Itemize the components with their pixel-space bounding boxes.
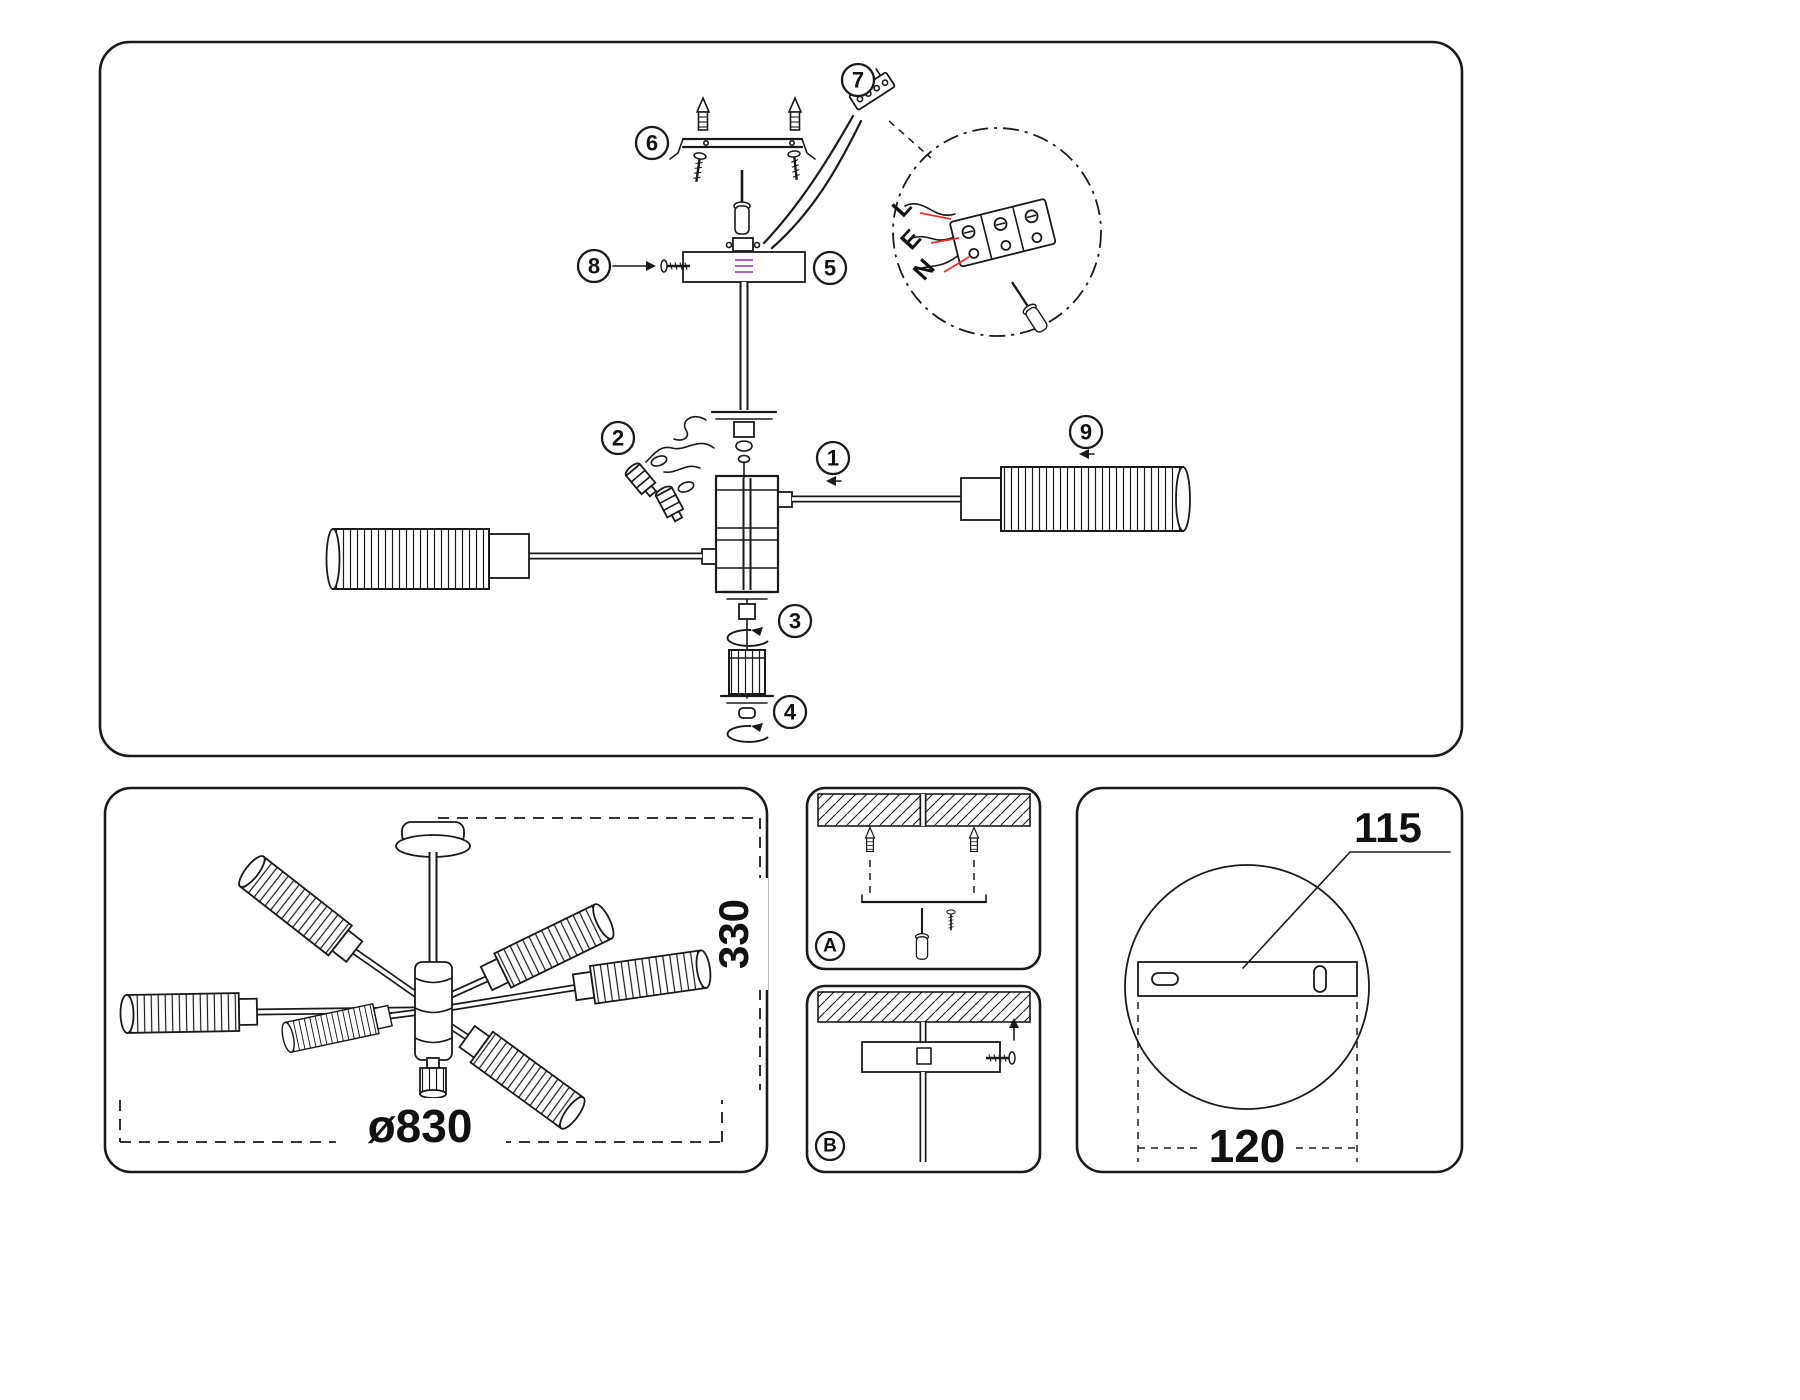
callout-1: 1 bbox=[815, 440, 851, 486]
dim-hole-offset-label: 115 bbox=[1354, 804, 1422, 851]
wiring-detail: L E N bbox=[887, 127, 1102, 337]
step-b-badge: B bbox=[814, 1130, 846, 1162]
step-a-panel: A bbox=[805, 786, 1042, 971]
dim-width-label: 120 bbox=[1209, 1120, 1286, 1172]
leader-115 bbox=[1242, 851, 1451, 969]
down-rod bbox=[710, 282, 778, 479]
callout-9: 9 bbox=[1068, 414, 1104, 459]
shade-collar bbox=[960, 477, 1002, 521]
callout-3: 3 bbox=[777, 603, 813, 639]
callout-6-label: 6 bbox=[646, 131, 658, 156]
callout-8: 8 bbox=[576, 248, 612, 284]
callout-5-label: 5 bbox=[824, 256, 836, 281]
slot-hole-vertical bbox=[1313, 965, 1327, 993]
lamp-shade-right bbox=[1000, 466, 1191, 532]
shade-collar bbox=[488, 533, 530, 579]
step-b-panel: B bbox=[805, 984, 1042, 1174]
callout-1-label: 1 bbox=[827, 446, 839, 471]
lower-fittings bbox=[719, 590, 775, 743]
callout-9-label: 9 bbox=[1080, 420, 1092, 445]
main-panel-border bbox=[98, 40, 1464, 758]
wire-marks bbox=[735, 259, 753, 273]
mounting-bracket bbox=[669, 137, 816, 160]
canopy-center-lock bbox=[916, 1047, 932, 1065]
hanging-parts bbox=[624, 415, 715, 523]
cable-clamp bbox=[732, 237, 754, 252]
callout-4: 4 bbox=[772, 694, 808, 730]
dim-label-backing bbox=[336, 1098, 506, 1150]
left-arm bbox=[325, 528, 702, 590]
ceiling-hatch bbox=[817, 991, 1031, 1023]
bracket-line bbox=[860, 894, 988, 904]
dim-diameter-label: ø830 bbox=[368, 1100, 473, 1152]
callout-4-label: 4 bbox=[784, 700, 797, 725]
step-b-label: B bbox=[823, 1136, 837, 1157]
main-panel: 6 7 bbox=[98, 40, 1464, 758]
callout-5: 5 bbox=[812, 250, 848, 286]
wire-leader-lines bbox=[919, 212, 970, 273]
lamp-socket bbox=[624, 462, 658, 498]
callout-7-label: 7 bbox=[852, 68, 864, 93]
callout-3-label: 3 bbox=[789, 609, 801, 634]
arrow-up-icon bbox=[1009, 1018, 1019, 1028]
callout-2-label: 2 bbox=[612, 426, 624, 451]
lamp-shade bbox=[119, 991, 259, 1034]
dim-label-backing bbox=[726, 878, 768, 990]
connector-wires bbox=[762, 114, 932, 250]
step-a-border bbox=[805, 786, 1042, 971]
assembled-chandelier bbox=[119, 821, 714, 1134]
detail-circle bbox=[892, 127, 1102, 337]
arrow-up bbox=[1009, 1018, 1019, 1041]
slot-hole-horizontal bbox=[1151, 972, 1179, 986]
callout-2: 2 bbox=[600, 420, 636, 456]
callout-6: 6 bbox=[634, 125, 670, 161]
threaded-finial bbox=[728, 649, 766, 695]
callout-8-label: 8 bbox=[588, 254, 600, 279]
dim-120-lines bbox=[1137, 1002, 1358, 1162]
base-dimensions-panel: 115 120 bbox=[1075, 786, 1464, 1174]
terminal-block bbox=[949, 198, 1057, 268]
right-arm bbox=[792, 466, 1191, 532]
rod-yoke bbox=[733, 421, 755, 438]
assembled-view-panel: 330 ø830 bbox=[103, 786, 769, 1174]
canopy-plate bbox=[682, 251, 806, 283]
lamp-socket bbox=[654, 485, 685, 523]
end-cap bbox=[738, 707, 756, 719]
square-nut bbox=[738, 603, 756, 620]
hub-body bbox=[414, 961, 453, 1061]
central-hub bbox=[701, 474, 793, 594]
callout-7: 7 bbox=[840, 62, 876, 98]
step-a-badge: A bbox=[814, 930, 846, 962]
lamp-shade-left bbox=[325, 528, 490, 590]
bottom-finial bbox=[419, 1057, 447, 1099]
canopy-assembly bbox=[612, 237, 806, 283]
dim-height-label: 330 bbox=[710, 899, 757, 969]
step-a-label: A bbox=[823, 936, 837, 957]
s-hook bbox=[673, 415, 707, 441]
canopy-plate bbox=[861, 1041, 1001, 1073]
